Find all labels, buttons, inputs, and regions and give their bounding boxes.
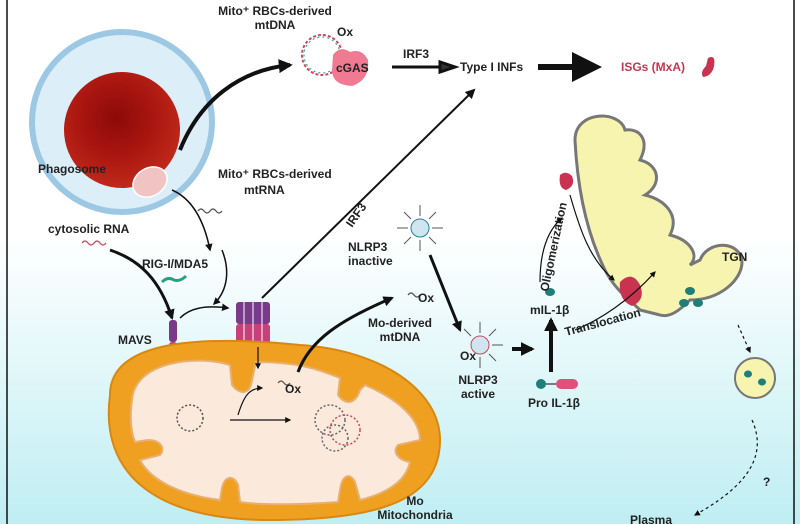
- type1-infs-label: Type I INFs: [460, 60, 523, 74]
- plasma-label: Plasma: [630, 513, 672, 524]
- ox-mito-label: Ox: [285, 382, 301, 396]
- phagosome-label: Phagosome: [38, 162, 106, 176]
- ox-nlrp3-label: Ox: [460, 349, 476, 363]
- ox-mo-label: Ox: [418, 291, 434, 305]
- mtrna-icon: [197, 208, 223, 214]
- secretory-vesicle: [734, 357, 776, 399]
- arrow-to-golgi: [569, 194, 615, 281]
- arrow-oligomerization: [539, 217, 563, 283]
- arrow-rna-to-mavs: [109, 248, 175, 321]
- rbc-mtdna-label-2: mtDNA: [255, 18, 296, 32]
- rbc-mtrna-label-2: mtRNA: [244, 183, 285, 197]
- cgas-protein-icon: [332, 49, 369, 86]
- cgas-label: cGAS: [336, 61, 369, 75]
- rbc-mtrna-label-1: Mito⁺ RBCs-derived: [218, 167, 332, 181]
- mo-mtdna-icon: [407, 292, 421, 298]
- mo-mtdna-label-1: Mo-derived: [368, 316, 432, 330]
- mil1b-icon: [545, 288, 555, 296]
- pro-il1b-icon: [536, 379, 578, 389]
- irf3-top-label: IRF3: [403, 47, 429, 61]
- oligomer-protein-icon: [559, 172, 574, 190]
- golgi-il1b-icon: [685, 287, 695, 295]
- arrow-nlrp3-activation: [428, 254, 462, 332]
- red-blood-cell: [64, 72, 180, 188]
- rig-mda5-icon: [160, 274, 188, 284]
- rig-mda5-label: RIG-I/MDA5: [142, 257, 208, 271]
- arrow-cgas-to-infs: [392, 59, 460, 75]
- tgn-label: TGN: [722, 250, 747, 264]
- cytosolic-rna-icon: [81, 240, 107, 246]
- arrow-vesicle-budding: [737, 324, 751, 354]
- nlrp3-active-icon: [463, 322, 503, 368]
- arrow-oxidation: [237, 385, 264, 416]
- mil1b-label: mIL-1β: [530, 303, 569, 317]
- mo-mito-label-1: Mo: [406, 494, 423, 508]
- cytosolic-rna-label: cytosolic RNA: [48, 222, 130, 236]
- arrow-to-mtrna: [171, 189, 213, 252]
- mo-mtdna-label-2: mtDNA: [380, 330, 421, 344]
- nlrp3-inactive-icon: [397, 205, 443, 251]
- mxa-protein-icon: [702, 57, 715, 77]
- rbc-mtdna-label-1: Mito⁺ RBCs-derived: [218, 4, 332, 18]
- mo-mito-label-2: Mitochondria: [377, 508, 453, 522]
- ox-mtdna-icon: [277, 380, 291, 386]
- mavs-label: MAVS: [118, 333, 152, 347]
- nlrp3-inactive-label-1: NLRP3: [348, 240, 388, 254]
- arrow-to-cgas: [178, 59, 293, 151]
- arrow-translocation: [574, 271, 656, 331]
- arrow-to-plasma: [693, 419, 758, 516]
- arrow-mtdna-release: [296, 296, 394, 373]
- nlrp3-active-label-2: active: [461, 387, 495, 401]
- arrow-mtrna-to-mavs: [212, 249, 228, 306]
- rbc-mitochondrion: [132, 166, 168, 198]
- ox-label: Ox: [337, 25, 353, 39]
- pro-il1b-label: Pro IL-1β: [528, 396, 580, 410]
- nlrp3-inactive-label-2: inactive: [348, 254, 393, 268]
- arrow-mavs-to-infs: [261, 88, 476, 299]
- isgs-label: ISGs (MxA): [621, 60, 685, 74]
- mtdna-icon: [176, 404, 204, 432]
- arrow-mavs-oligomer: [179, 303, 230, 319]
- pore-protein-icon: [619, 276, 642, 306]
- mavs-oligomer-icon: [236, 302, 270, 344]
- question-label: ?: [763, 475, 770, 489]
- nlrp3-active-label-1: NLRP3: [458, 373, 498, 387]
- phagosome: [29, 29, 215, 215]
- mo-mitochondrion: [107, 339, 442, 522]
